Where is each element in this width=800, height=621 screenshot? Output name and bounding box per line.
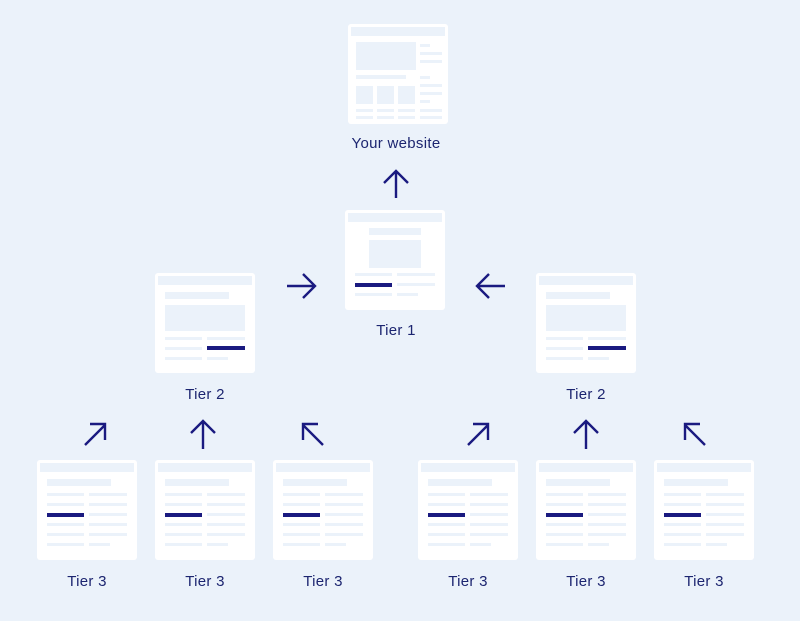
tier3-page-icon [536,460,636,560]
arrow-up-icon [185,416,221,452]
arrow-up-left-icon [676,416,712,452]
tier2-right-page-icon [536,273,636,373]
website-page-icon [348,24,448,124]
arrow-up-right-icon [78,416,114,452]
arrow-up-icon [378,166,414,202]
tier3-label: Tier 3 [67,573,107,590]
tier2-right-label: Tier 2 [566,386,606,403]
arrow-up-icon [568,416,604,452]
arrow-right-icon [284,268,320,304]
tier3-page-icon [155,460,255,560]
tier3-page-icon [37,460,137,560]
arrow-up-right-icon [461,416,497,452]
tier3-page-icon [273,460,373,560]
tier3-label: Tier 3 [566,573,606,590]
tier3-page-icon [654,460,754,560]
tier2-left-label: Tier 2 [185,386,225,403]
arrow-up-left-icon [294,416,330,452]
tier1-label: Tier 1 [376,322,416,339]
tier3-label: Tier 3 [684,573,724,590]
tier3-label: Tier 3 [448,573,488,590]
tier3-label: Tier 3 [303,573,343,590]
tier3-page-icon [418,460,518,560]
tier1-page-icon [345,210,445,310]
tier3-label: Tier 3 [185,573,225,590]
tier2-left-page-icon [155,273,255,373]
arrow-left-icon [472,268,508,304]
website-label: Your website [351,135,441,152]
